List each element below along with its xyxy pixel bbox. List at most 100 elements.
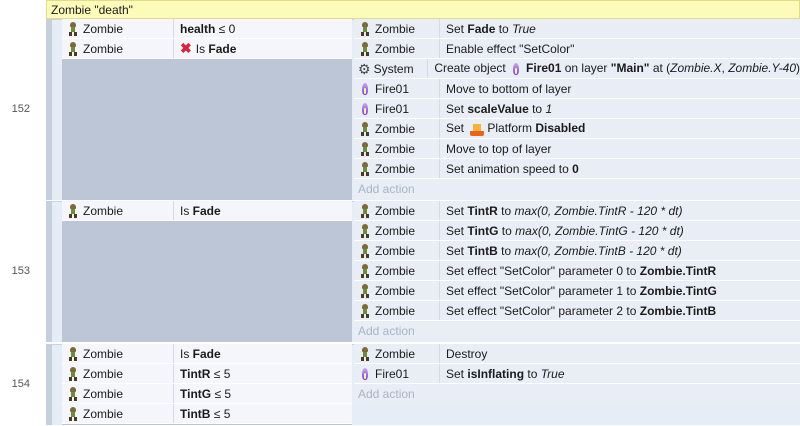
text-fragment: Destroy (446, 346, 488, 361)
text-fragment: Is (180, 203, 193, 218)
text-fragment: Zombie.TintB (639, 303, 717, 318)
add-action-link[interactable]: Add action (354, 384, 800, 404)
event-margin[interactable] (46, 344, 52, 425)
text-fragment: Move to top of layer (446, 141, 552, 156)
zombie-icon (66, 386, 80, 401)
action-text: Set Fade to True (440, 22, 536, 36)
text-fragment: Set effect "SetColor" parameter 0 to (446, 263, 640, 278)
object-name: Fire01 (375, 81, 410, 96)
condition-text: Is Fade (174, 204, 221, 218)
zombie-icon (66, 366, 80, 381)
text-fragment: ≤ 5 (211, 386, 232, 401)
condition-text: TintB ≤ 5 (174, 407, 230, 421)
action-text: Destroy (440, 347, 487, 361)
action-object: Zombie (354, 281, 440, 300)
text-fragment: Set (446, 21, 468, 36)
action-text: Create object Fire01 on layer "Main" at … (428, 61, 800, 76)
text-fragment: Set (446, 366, 468, 381)
object-name: Zombie (375, 21, 416, 36)
text-fragment: Create object (434, 61, 510, 76)
text-fragment: to (495, 21, 513, 36)
action-object: Fire01 (354, 99, 440, 118)
gear-icon: ⚙ (358, 60, 371, 77)
text-fragment: Is (180, 346, 193, 361)
text-fragment: scaleValue (467, 101, 529, 116)
text-fragment: to (498, 223, 516, 238)
add-action-link[interactable]: Add action (354, 179, 800, 199)
text-fragment: Set (446, 223, 468, 238)
event-margin[interactable] (46, 19, 52, 200)
text-fragment: Fade (208, 42, 237, 56)
condition-text: TintR ≤ 5 (174, 367, 230, 381)
text-fragment: max(0, Zombie.TintG - 120 * dt) (515, 223, 684, 238)
text-fragment: 1 (545, 101, 553, 116)
action-row[interactable]: Zombie Set effect "SetColor" parameter 2 … (354, 301, 800, 321)
action-row[interactable]: Zombie Set Fade to True (354, 19, 800, 39)
event-group-title: Zombie "death" (51, 3, 133, 17)
text-fragment: TintR (467, 203, 498, 218)
text-fragment: Fade (192, 203, 221, 218)
condition-row[interactable]: Zombie✖Is Fade (62, 39, 352, 59)
action-object: Zombie (354, 241, 440, 260)
event-number: 154 (11, 377, 30, 390)
text-fragment: max(0, Zombie.TintR - 120 * dt) (514, 203, 683, 218)
action-row[interactable]: Fire01 Move to bottom of layer (354, 79, 800, 99)
text-fragment: to (497, 243, 515, 258)
action-row[interactable]: Zombie Set effect "SetColor" parameter 1 … (354, 281, 800, 301)
action-text: Move to bottom of layer (440, 82, 571, 96)
text-fragment: ) (796, 61, 800, 76)
event-margin[interactable] (46, 201, 52, 342)
object-name: Zombie (375, 283, 416, 298)
add-action-link[interactable]: Add action (354, 321, 800, 341)
action-object: Zombie (354, 119, 440, 138)
action-object: Zombie (354, 19, 440, 38)
action-object: Zombie (354, 221, 440, 240)
object-name: Zombie (375, 161, 416, 176)
text-fragment: to (497, 203, 515, 218)
object-name: Zombie (375, 346, 416, 361)
text-fragment: Set effect "SetColor" parameter 2 to (446, 303, 640, 318)
object-name: Zombie (83, 366, 124, 381)
condition-object: Zombie (62, 404, 174, 423)
object-name: Zombie (375, 203, 416, 218)
action-row[interactable]: Zombie Set TintR to max(0, Zombie.TintR -… (354, 201, 800, 221)
action-text: Set effect "SetColor" parameter 0 to Zom… (440, 264, 716, 278)
action-object: Zombie (354, 159, 440, 178)
condition-row[interactable]: Zombie TintR ≤ 5 (62, 364, 352, 384)
object-name: Zombie (375, 121, 416, 136)
text-fragment: ≤ 5 (210, 406, 231, 421)
zombie-icon (358, 41, 372, 56)
condition-text: Is Fade (174, 347, 221, 361)
text-fragment: Move to bottom of layer (446, 81, 572, 96)
zombie-icon (358, 21, 372, 36)
text-fragment: isInflating (467, 366, 525, 381)
action-row[interactable]: Zombie Destroy (354, 344, 800, 364)
event-group-header[interactable]: Zombie "death" (46, 0, 800, 19)
text-fragment: "Main" (610, 61, 650, 76)
zombie-icon (358, 243, 372, 258)
text-fragment: Set (446, 203, 468, 218)
text-fragment: Zombie.TintR (639, 263, 717, 278)
text-fragment: Fire01 (526, 61, 562, 76)
object-name: Zombie (375, 41, 416, 56)
action-text: Set TintB to max(0, Zombie.TintB - 120 *… (440, 244, 682, 258)
object-name: Zombie (83, 41, 124, 56)
action-text: Set TintR to max(0, Zombie.TintR - 120 *… (440, 204, 682, 218)
action-text: Set effect "SetColor" parameter 1 to Zom… (440, 284, 717, 298)
object-name: Zombie (375, 303, 416, 318)
